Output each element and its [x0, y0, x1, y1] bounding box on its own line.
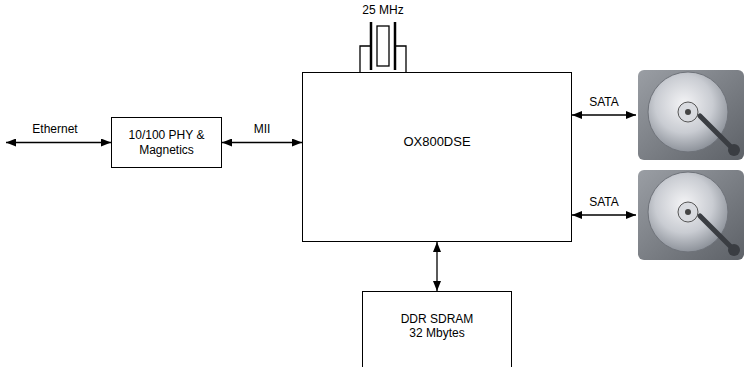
sata-line — [572, 214, 636, 215]
chip-box: OX800DSE — [302, 72, 572, 242]
signal-label: Ethernet — [30, 122, 79, 136]
memory-box: DDR SDRAM 32 Mbytes — [362, 291, 512, 367]
hard-disk-picture — [638, 70, 744, 160]
bus-arrow — [222, 142, 302, 143]
frequency-label: 25 MHz — [360, 3, 405, 17]
hard-disk-picture — [638, 170, 744, 260]
signal-label: SATA — [587, 95, 621, 109]
ethernet-line — [6, 142, 111, 143]
box-text: DDR SDRAM 32 Mbytes — [397, 312, 477, 341]
signal-label: SATA — [587, 195, 621, 209]
box-text: 10/100 PHY & Magnetics — [122, 128, 212, 157]
phy-box: 10/100 PHY & Magnetics — [111, 117, 222, 168]
crystal-symbol — [360, 22, 406, 72]
signal-label: MII — [252, 122, 273, 136]
bus-arrow — [436, 242, 437, 291]
box-text: OX800DSE — [403, 134, 470, 150]
sata-line — [572, 114, 636, 115]
